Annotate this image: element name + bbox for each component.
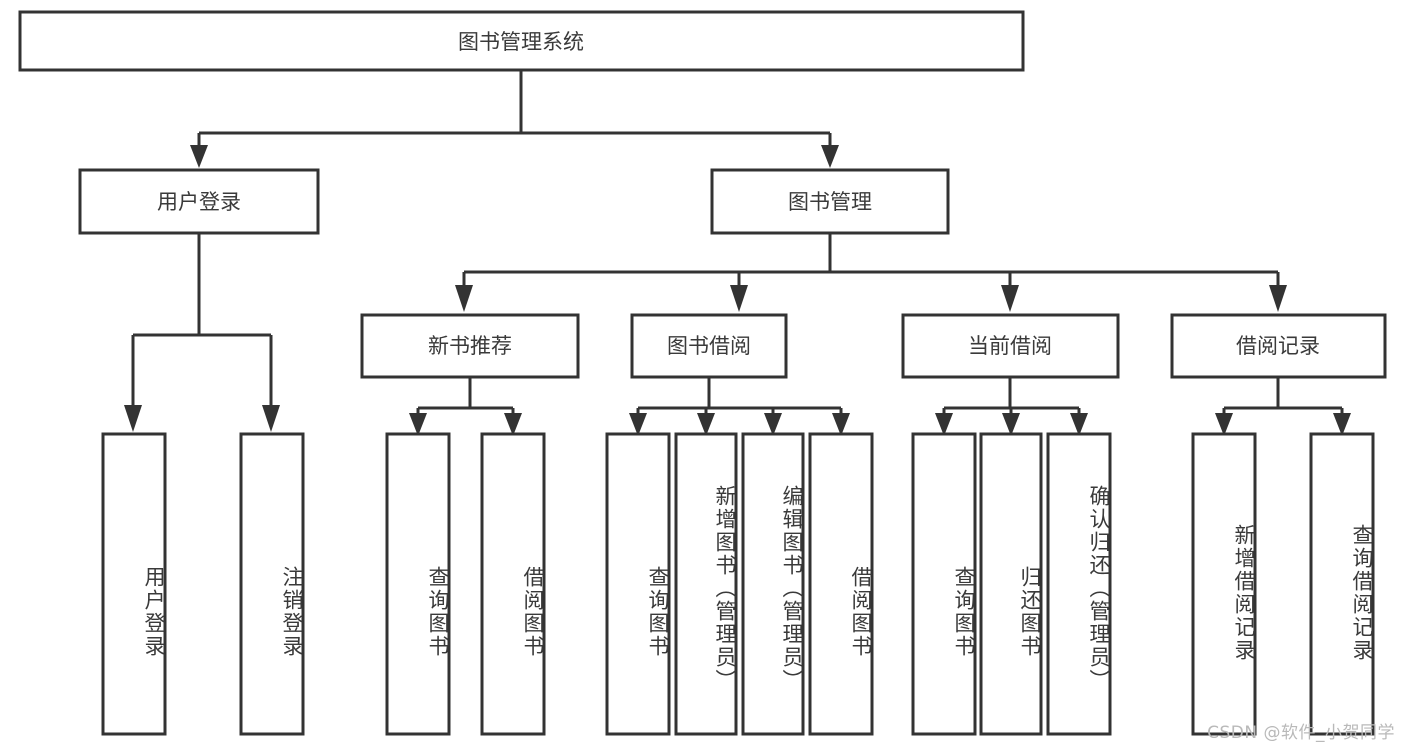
node-borrow-record[interactable]: 借阅记录 <box>1170 313 1387 379</box>
leaf-box-borrow-3[interactable] <box>741 432 805 736</box>
arrow-head-leaf-newbook-1 <box>409 413 427 436</box>
node-new-book-recommend-label: 新书推荐 <box>428 334 512 358</box>
leaf-box-newbook-2[interactable] <box>480 432 546 736</box>
node-book-management-label: 图书管理 <box>788 190 872 214</box>
arrow-head-level3-3 <box>1001 285 1019 312</box>
node-current-borrow[interactable]: 当前借阅 <box>901 313 1120 379</box>
connectors <box>124 70 1351 436</box>
leaf-box-newbook-1[interactable] <box>385 432 451 736</box>
leaf-box-current-2[interactable] <box>979 432 1043 736</box>
arrow-head-leaf-borrow-1 <box>629 413 647 436</box>
arrow-head-bookmgmt <box>821 145 839 168</box>
node-book-borrow-label: 图书借阅 <box>667 334 751 358</box>
leaf-box-user-login-1[interactable] <box>101 432 167 736</box>
node-book-borrow[interactable]: 图书借阅 <box>630 313 788 379</box>
node-root-box[interactable] <box>18 10 1025 72</box>
leaf-box-user-login-2[interactable] <box>239 432 305 736</box>
leaf-box-borrow-2[interactable] <box>674 432 738 736</box>
arrow-head-leaf-current-3 <box>1070 413 1088 436</box>
node-user-login-label: 用户登录 <box>157 190 241 214</box>
node-user-login[interactable]: 用户登录 <box>78 168 320 235</box>
arrow-head-userlogin <box>190 145 208 168</box>
arrow-head-leaf-borrow-3 <box>764 413 782 436</box>
arrow-head-leaf-user-login-2 <box>262 405 280 432</box>
leaf-box-record-2[interactable] <box>1309 432 1375 736</box>
leaf-boxes <box>101 432 1375 736</box>
arrow-head-level3-2 <box>730 285 748 312</box>
node-book-borrow-box[interactable] <box>630 313 788 379</box>
arrow-head-leaf-user-login-1 <box>124 405 142 432</box>
arrow-head-leaf-current-2 <box>1002 413 1020 436</box>
node-book-management[interactable]: 图书管理 <box>710 168 950 235</box>
arrow-head-leaf-record-2 <box>1333 413 1351 436</box>
arrow-head-level3-4 <box>1269 285 1287 312</box>
arrow-head-leaf-newbook-2 <box>504 413 522 436</box>
node-current-borrow-box[interactable] <box>901 313 1120 379</box>
arrow-head-leaf-current-1 <box>935 413 953 436</box>
leaf-box-record-1[interactable] <box>1191 432 1257 736</box>
arrow-head-leaf-borrow-2 <box>697 413 715 436</box>
node-root[interactable]: 图书管理系统 <box>18 10 1025 72</box>
node-borrow-record-box[interactable] <box>1170 313 1387 379</box>
node-borrow-record-label: 借阅记录 <box>1236 334 1320 358</box>
arrow-head-leaf-borrow-4 <box>832 413 850 436</box>
node-root-label: 图书管理系统 <box>458 30 584 54</box>
leaf-box-current-1[interactable] <box>911 432 977 736</box>
arrow-head-leaf-record-1 <box>1215 413 1233 436</box>
node-current-borrow-label: 当前借阅 <box>968 334 1052 358</box>
node-book-management-box[interactable] <box>710 168 950 235</box>
watermark: CSDN @软件_小贺同学 <box>1207 723 1395 743</box>
node-new-book-recommend-box[interactable] <box>360 313 580 379</box>
arrow-head-level3-1 <box>455 285 473 312</box>
node-user-login-box[interactable] <box>78 168 320 235</box>
leaf-box-borrow-1[interactable] <box>605 432 671 736</box>
leaf-box-current-3[interactable] <box>1046 432 1112 736</box>
leaf-box-borrow-4[interactable] <box>808 432 874 736</box>
node-new-book-recommend[interactable]: 新书推荐 <box>360 313 580 379</box>
